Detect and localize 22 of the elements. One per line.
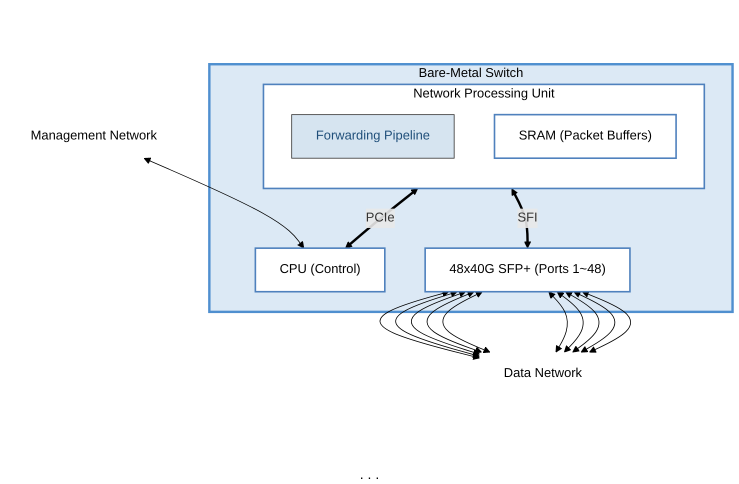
arrow (565, 292, 600, 353)
arrow (345, 188, 418, 248)
node-box: 48x40G SFP+ (Ports 1~48) (424, 247, 631, 293)
arrow (548, 292, 568, 353)
arrow (395, 290, 480, 358)
edge-label: PCIe (366, 211, 395, 225)
node-text: Management Network (30, 129, 157, 143)
arrow (582, 290, 631, 353)
arrow (410, 290, 480, 356)
arrow (380, 290, 480, 360)
arrow (511, 188, 532, 248)
arrow (144, 158, 304, 248)
arrow (442, 291, 490, 354)
note-text: . . . (360, 466, 380, 482)
node-box: CPU (Control) (254, 247, 386, 293)
node-text: Data Network (504, 366, 582, 380)
arrow (556, 292, 584, 353)
node-box: Forwarding Pipeline (291, 114, 455, 159)
arrow (426, 290, 482, 354)
edge-label: SFI (518, 211, 538, 225)
node-box: SRAM (Packet Buffers) (494, 114, 677, 160)
arrow (574, 291, 616, 353)
